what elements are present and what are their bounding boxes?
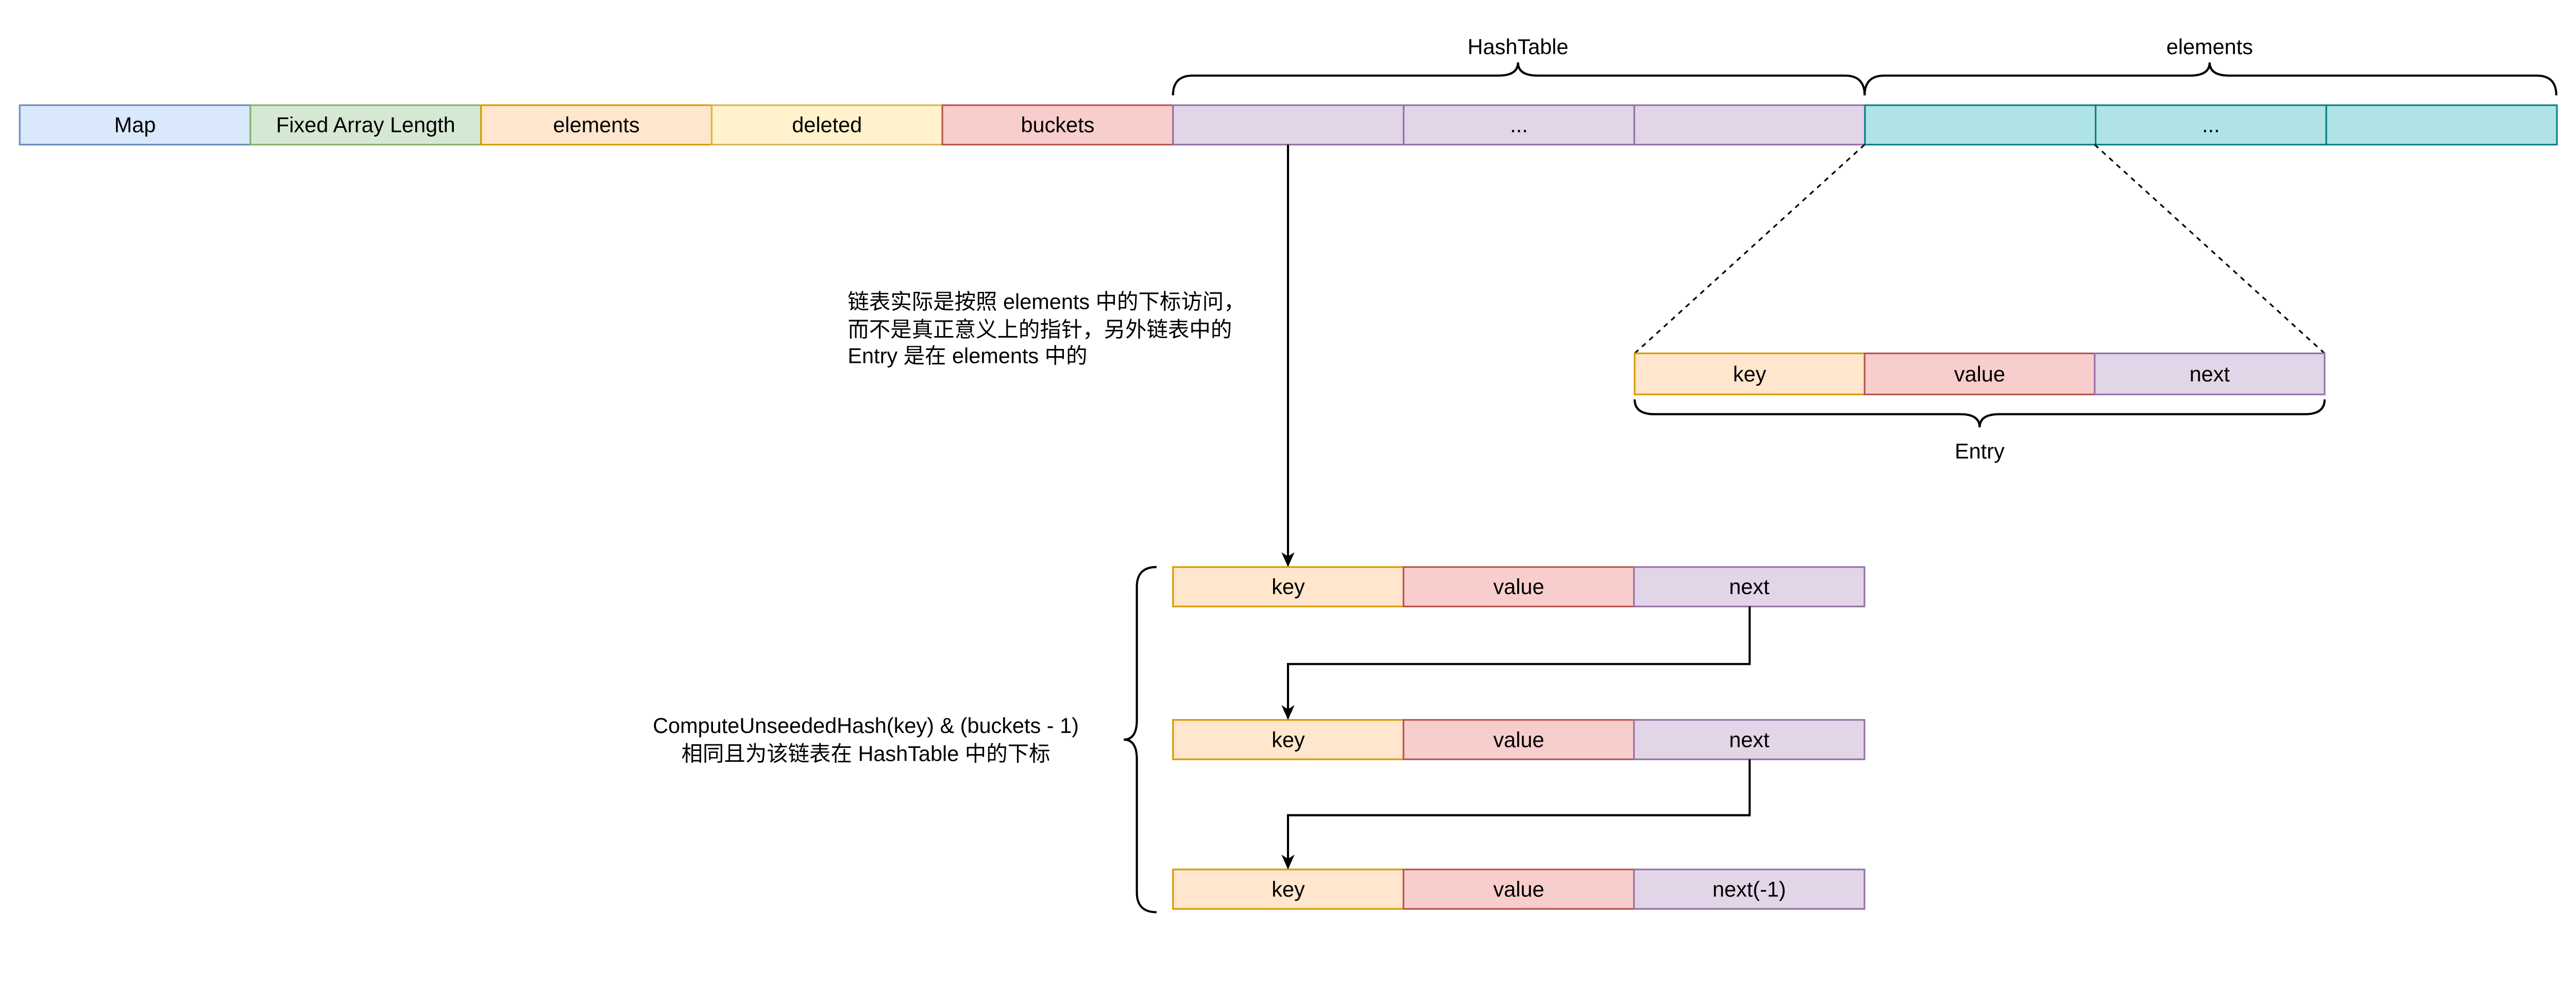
chain-entry-1-cell-label: value [1493, 575, 1544, 599]
linked-list-chain: key value next key value next key value next(-1) [1172, 566, 1866, 910]
chain-entry-1-cell [1172, 566, 1404, 608]
next-arrow-2 [1281, 759, 1751, 870]
elements-label: elements [2166, 35, 2253, 59]
note-line-3: Entry 是在 elements 中的 [848, 344, 1087, 368]
chain-entry-3-cell [1402, 869, 1635, 910]
map-row-cell-label: deleted [792, 113, 862, 137]
hashtable-brace [1172, 62, 1866, 95]
chain-entry-2-cell [1172, 719, 1404, 760]
entry-cell [2094, 352, 2326, 395]
note-line-2: 而不是真正意义上的指针，另外链表中的 [848, 318, 1232, 342]
entry-cell [1863, 352, 2096, 395]
chain-entry-3-cell-label: next(-1) [1713, 877, 1786, 901]
hashmap-layout-diagram: Map Fixed Array Length elements deleted buck… [19, 35, 2558, 913]
next-arrow-1 [1281, 606, 1751, 720]
entry-cell-label: key [1733, 362, 1767, 386]
chain-entry-1-cell [1633, 566, 1866, 608]
entry-label: Entry [1955, 439, 2005, 463]
entry-cell-label: value [1954, 362, 2005, 386]
chain-entry-3-cell [1633, 869, 1866, 910]
map-row-cell-label: ... [2202, 113, 2220, 137]
chain-entry-1-cell-label: key [1272, 575, 1305, 599]
entry-cell-label: next [2190, 362, 2230, 386]
map-row-cell-label: elements [553, 113, 639, 137]
map-row-cell [1864, 104, 2097, 146]
map-row-cell-label: ... [1510, 113, 1528, 137]
chain-entry-2-cell-label: value [1493, 727, 1544, 751]
chain-brace [1123, 566, 1157, 913]
entry-cell [1634, 352, 1866, 395]
chain-entry-2-cell-label: next [1729, 727, 1770, 751]
map-row-cell-label: Fixed Array Length [276, 113, 455, 137]
map-row-cell [941, 104, 1174, 146]
map-row-cell [1633, 104, 1866, 146]
chain-entry-3-cell-label: value [1493, 877, 1544, 901]
elements-brace [1863, 62, 2557, 95]
entry-row: key value next [1634, 352, 2326, 395]
map-row-cell [249, 104, 482, 146]
map-row-cell [1172, 104, 1405, 146]
map-row-cell [19, 104, 251, 146]
chain-note-line-1: ComputeUnseededHash(key) & (buckets - 1) [653, 713, 1079, 738]
note-line-1: 链表实际是按照 elements 中的下标访问， [848, 289, 1245, 313]
map-memory-row: Map Fixed Array Length elements deleted buck… [19, 104, 2558, 146]
map-row-cell [480, 104, 713, 146]
map-row-cell [1402, 104, 1635, 146]
dashed-zoom-line-left [1634, 144, 1866, 354]
chain-entry-2-cell-label: key [1272, 727, 1305, 751]
map-row-cell [2325, 104, 2558, 146]
chain-entry-1-cell-label: next [1729, 575, 1770, 599]
map-row-cell-label: buckets [1021, 113, 1095, 137]
chain-entry-3-cell [1172, 869, 1404, 910]
chain-entry-3-cell-label: key [1272, 877, 1305, 901]
chain-entry-2-cell [1402, 719, 1635, 760]
entry-brace [1633, 399, 2326, 428]
map-row-cell-label: Map [114, 113, 156, 137]
dashed-zoom-line-right [2094, 144, 2326, 354]
hashtable-label: HashTable [1468, 35, 1569, 59]
map-row-cell [2094, 104, 2327, 146]
chain-note-line-2: 相同且为该链表在 HashTable 中的下标 [681, 741, 1050, 765]
